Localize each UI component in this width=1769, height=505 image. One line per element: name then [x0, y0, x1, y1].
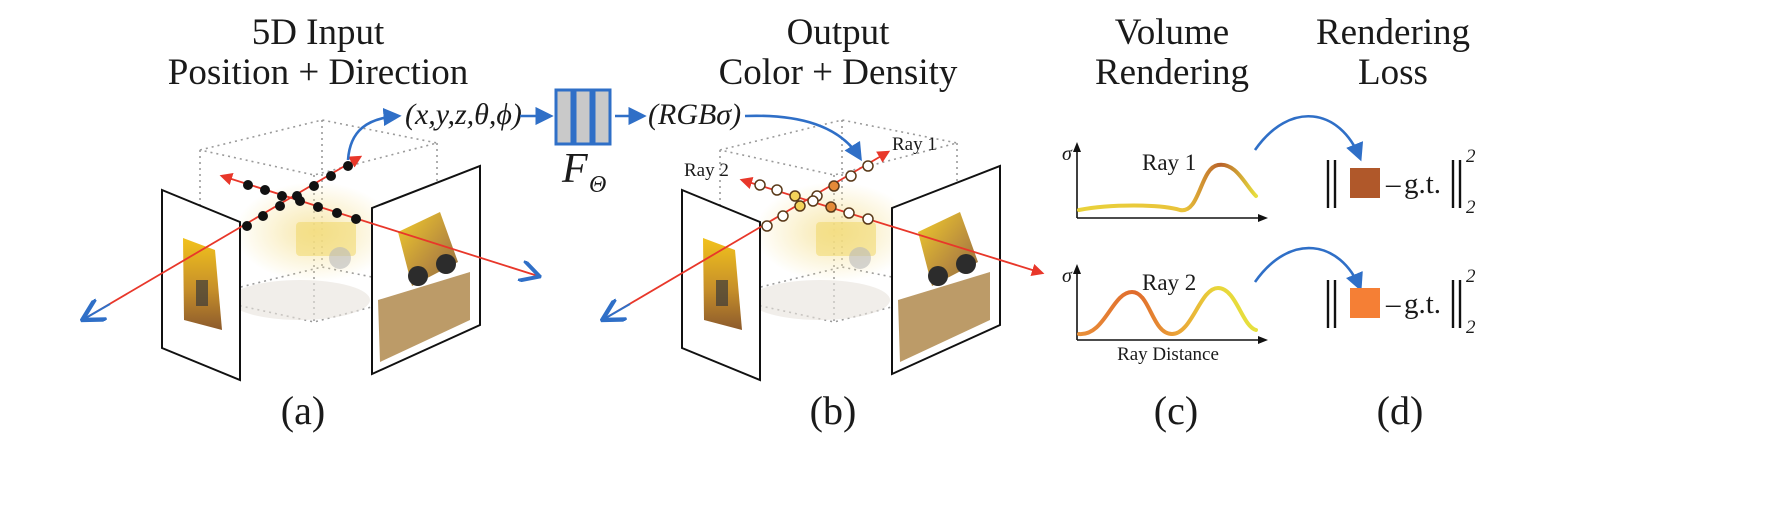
panel-a-label: (a) — [281, 388, 325, 433]
panel-b-label: (b) — [810, 388, 857, 433]
panel-d-title-line1: Rendering — [1316, 12, 1470, 53]
sample-points-b — [754, 160, 874, 232]
density-curve-ray2 — [1077, 285, 1258, 337]
norm-subscript-2: 2 — [1466, 317, 1476, 338]
panel-b-title-line2: Color + Density — [719, 52, 958, 93]
ray-a-1-tail — [84, 304, 111, 319]
mlp-icon — [554, 88, 612, 146]
arrow-to-input — [346, 107, 402, 161]
sigma-label-2: σ — [1062, 265, 1073, 287]
panel-c-label: (c) — [1154, 388, 1198, 433]
panel-b: Output Color + Density — [604, 12, 1045, 433]
arrow-to-loss-2 — [1253, 246, 1363, 292]
image-plane-right-b — [891, 164, 1001, 376]
panel-a-title-line2: Position + Direction — [168, 52, 468, 93]
panel-a-title-line1: 5D Input — [252, 12, 385, 53]
network-symbol: F — [561, 146, 588, 192]
network-subscript: Θ — [589, 172, 606, 198]
image-plane-left-b — [681, 188, 761, 382]
rendered-color-swatch-2 — [1350, 288, 1380, 318]
density-curve-ray1 — [1077, 162, 1258, 213]
panel-c-title-line2: Rendering — [1095, 52, 1249, 93]
sigma-label-1: σ — [1062, 143, 1073, 165]
image-plane-right-a — [371, 164, 481, 376]
panel-b-title-line1: Output — [787, 12, 891, 53]
density-plot-ray1: σ Ray 1 — [1062, 142, 1268, 222]
panel-d-label: (d) — [1377, 388, 1424, 433]
ray-a-2 — [222, 176, 538, 276]
output-tuple: (RGBσ) — [648, 98, 741, 131]
panel-c-title-line1: Volume — [1115, 12, 1229, 53]
ground-truth-label-1: g.t. — [1404, 168, 1441, 200]
arrow-output-to-ray — [744, 114, 862, 162]
panel-c: Volume Rendering σ Ray 1 σ Ray 2 Ray Dis… — [1062, 12, 1268, 433]
minus-sign-1: – — [1385, 168, 1401, 200]
ray2-label-b: Ray 2 — [684, 160, 729, 181]
rendered-color-swatch-1 — [1350, 168, 1380, 198]
minus-sign-2: – — [1385, 288, 1401, 320]
ray1-label-b: Ray 1 — [892, 134, 937, 155]
arrow-to-loss-1 — [1253, 114, 1364, 162]
density-plot-ray2: σ Ray 2 Ray Distance — [1062, 264, 1268, 365]
loss-term-2: – g.t. 2 2 — [1326, 266, 1476, 338]
plot1-label: Ray 1 — [1142, 150, 1196, 175]
loss-term-1: – g.t. 2 2 — [1326, 146, 1476, 218]
panel-d-title-line2: Loss — [1358, 52, 1428, 93]
x-axis-label: Ray Distance — [1117, 344, 1219, 365]
norm-subscript-1: 2 — [1466, 197, 1476, 218]
norm-superscript-2: 2 — [1466, 266, 1476, 287]
network-block: (x,y,z,θ,ϕ) F Θ (RGBσ) — [405, 88, 741, 198]
ray-b-1-tail — [604, 304, 631, 319]
panel-d: Rendering Loss – g.t. 2 2 – g.t. 2 — [1253, 12, 1476, 433]
panel-a: 5D Input Position + Direction — [84, 12, 538, 433]
norm-superscript-1: 2 — [1466, 146, 1476, 167]
image-plane-left-a — [161, 188, 241, 382]
scene-object-a — [230, 182, 395, 320]
plot2-label: Ray 2 — [1142, 270, 1196, 295]
sample-points-a — [242, 161, 361, 231]
input-tuple: (x,y,z,θ,ϕ) — [405, 98, 522, 131]
ground-truth-label-2: g.t. — [1404, 288, 1441, 320]
